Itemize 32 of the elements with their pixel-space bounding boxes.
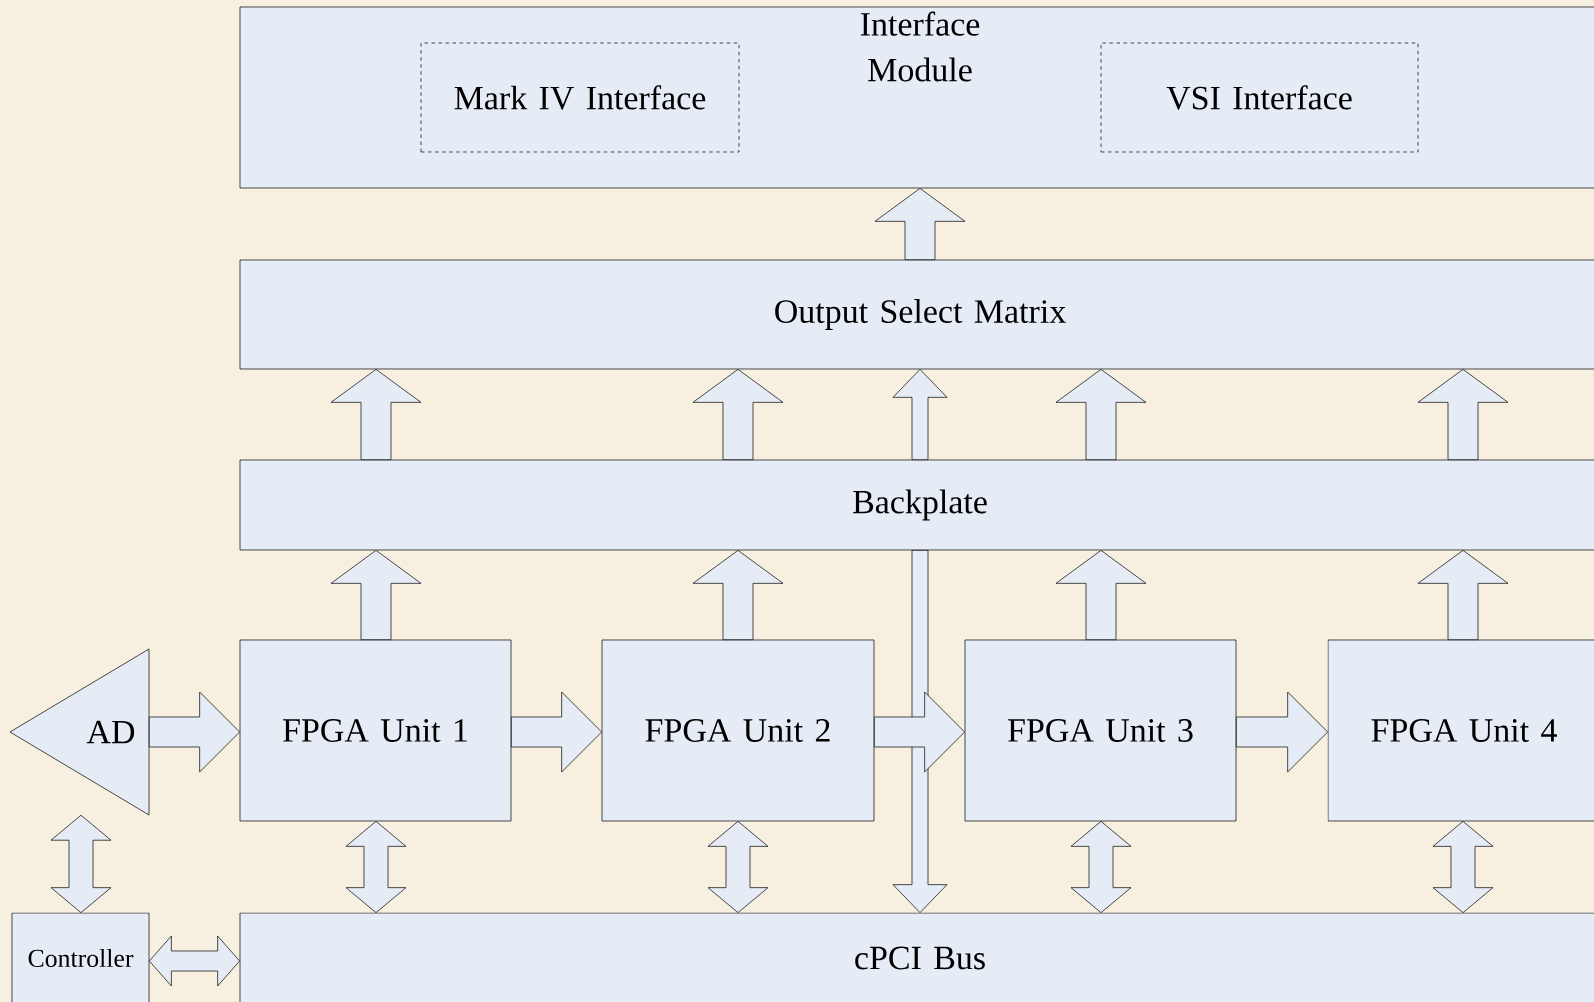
dashed-box: VSI Interface [1100,42,1419,153]
block-arrow [692,369,784,460]
controller-box: Controller [11,912,150,1002]
block-arrow [874,691,965,773]
double-block-arrow [707,821,769,913]
block-arrow [874,188,966,260]
process-box: FPGA Unit 1 [239,639,512,822]
process-box: FPGA Unit 4 [1327,639,1594,822]
block-arrow [330,369,422,460]
block-arrow [892,550,948,913]
double-block-arrow [1070,821,1132,913]
block-arrow [1417,369,1509,460]
block-arrow [511,691,602,773]
double-block-arrow [149,935,240,987]
block-arrow [148,691,240,773]
block-arrow [692,550,784,640]
block-arrow [892,369,948,460]
block-arrow [1055,550,1147,640]
process-box: FPGA Unit 2 [601,639,875,822]
block-arrow [1055,369,1147,460]
double-block-arrow [50,814,112,913]
process-box: Output Select Matrix [239,259,1594,370]
block-arrow [1417,550,1509,640]
dashed-box: Mark IV Interface [420,42,740,153]
double-block-arrow [1432,821,1494,913]
block-arrow [1236,691,1328,773]
block-arrow [330,550,422,640]
amplifier-triangle: AD [9,648,150,816]
bus-box: cPCI Bus [239,912,1594,1002]
process-box: Backplate [239,459,1594,551]
double-block-arrow [345,821,407,913]
process-box: FPGA Unit 3 [964,639,1237,822]
